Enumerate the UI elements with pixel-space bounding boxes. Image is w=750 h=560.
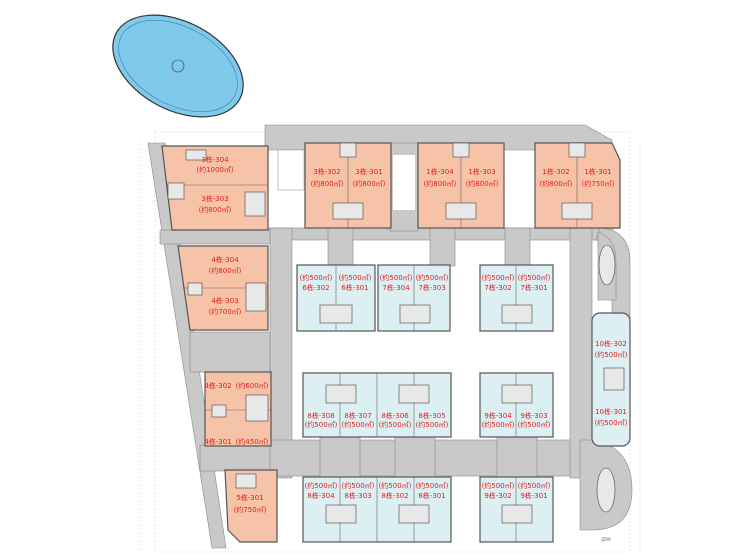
unit-area: (约500㎡) <box>342 420 375 429</box>
building-3 <box>161 145 269 231</box>
unit-area: (约800㎡) <box>353 179 386 188</box>
unit-area: (约500㎡) <box>379 481 412 490</box>
unit-area: (约800㎡) <box>209 266 242 275</box>
unit-label: 10栋-301 <box>595 407 627 416</box>
unit-area: (约500㎡) <box>416 420 449 429</box>
oval-pool <box>112 14 244 118</box>
unit-area: (约750㎡) <box>234 505 267 514</box>
unit-label: 7栋-304 <box>382 283 410 292</box>
unit-label: 1栋-301 <box>584 167 611 176</box>
unit-area: (约500㎡) <box>305 481 338 490</box>
unit-label: 8栋-308 <box>307 411 334 420</box>
unit-area: (约800㎡) <box>540 179 573 188</box>
unit-label: 6栋-302 <box>302 283 329 292</box>
unit-label: 9栋-302 <box>484 491 511 500</box>
unit-label: 4栋-302 <box>204 381 231 390</box>
unit-area: (约800㎡) <box>199 205 232 214</box>
unit-label: 8栋-303 <box>344 491 371 500</box>
unit-area: (约500㎡) <box>300 273 333 282</box>
unit-label: 3栋-301 <box>355 167 382 176</box>
unit-area: (约500㎡) <box>416 481 449 490</box>
unit-label: 7栋-303 <box>418 283 445 292</box>
unit-area: (约600㎡) <box>236 381 269 390</box>
unit-area: (约500㎡) <box>342 481 375 490</box>
unit-label: 8栋-301 <box>418 491 445 500</box>
unit-area: (约500㎡) <box>595 350 628 359</box>
unit-labels: 3栋-304(约1000㎡) 3栋-303 (约800㎡) 3栋-302 (约800㎡)… <box>196 155 627 514</box>
unit-area: (约500㎡) <box>416 273 449 282</box>
unit-area: (约500㎡) <box>482 420 515 429</box>
north-label: JZ09 <box>600 537 610 542</box>
unit-label: 8栋-304 <box>307 491 335 500</box>
unit-label: 5栋-301 <box>236 493 263 502</box>
unit-area: (约800㎡) <box>424 179 457 188</box>
unit-label: 4栋-303 <box>211 296 238 305</box>
unit-label: 3栋-303 <box>201 194 228 203</box>
unit-area: (约1000㎡) <box>196 165 234 174</box>
unit-label: 3栋-304 <box>201 155 229 164</box>
unit-area: (约800㎡) <box>466 179 499 188</box>
unit-area: (约700㎡) <box>209 307 242 316</box>
unit-area: (约500㎡) <box>482 273 515 282</box>
unit-area: (约500㎡) <box>339 273 372 282</box>
unit-area: (约500㎡) <box>379 420 412 429</box>
building-1-east <box>534 142 621 229</box>
unit-label: 8栋-305 <box>418 411 445 420</box>
unit-label: 8栋-306 <box>381 411 409 420</box>
unit-area: (约500㎡) <box>305 420 338 429</box>
unit-label: 8栋-302 <box>381 491 408 500</box>
unit-label: 1栋-302 <box>542 167 569 176</box>
unit-label: 4栋-301 <box>204 437 231 446</box>
unit-area: (约500㎡) <box>518 420 551 429</box>
stair-cores <box>167 142 625 524</box>
unit-area: (约750㎡) <box>582 179 615 188</box>
unit-label: 8栋-307 <box>344 411 371 420</box>
unit-label: 4栋-304 <box>211 255 239 264</box>
unit-label: 6栋-301 <box>341 283 368 292</box>
unit-label: 1栋-303 <box>468 167 495 176</box>
unit-area: (约800㎡) <box>311 179 344 188</box>
unit-label: 3栋-302 <box>313 167 340 176</box>
unit-area: (约450㎡) <box>236 437 269 446</box>
unit-area: (约500㎡) <box>595 418 628 427</box>
building-9-north <box>479 372 554 438</box>
unit-area: (约500㎡) <box>380 273 413 282</box>
unit-label: 9栋-304 <box>484 411 512 420</box>
unit-area: (约500㎡) <box>518 273 551 282</box>
unit-label: 9栋-301 <box>520 491 547 500</box>
unit-area: (约500㎡) <box>518 481 551 490</box>
unit-label: 7栋-301 <box>520 283 547 292</box>
unit-label: 1栋-304 <box>426 167 454 176</box>
unit-area: (约500㎡) <box>482 481 515 490</box>
unit-label: 9栋-303 <box>520 411 547 420</box>
unit-label: 7栋-302 <box>484 283 511 292</box>
unit-label: 10栋-302 <box>595 339 627 348</box>
